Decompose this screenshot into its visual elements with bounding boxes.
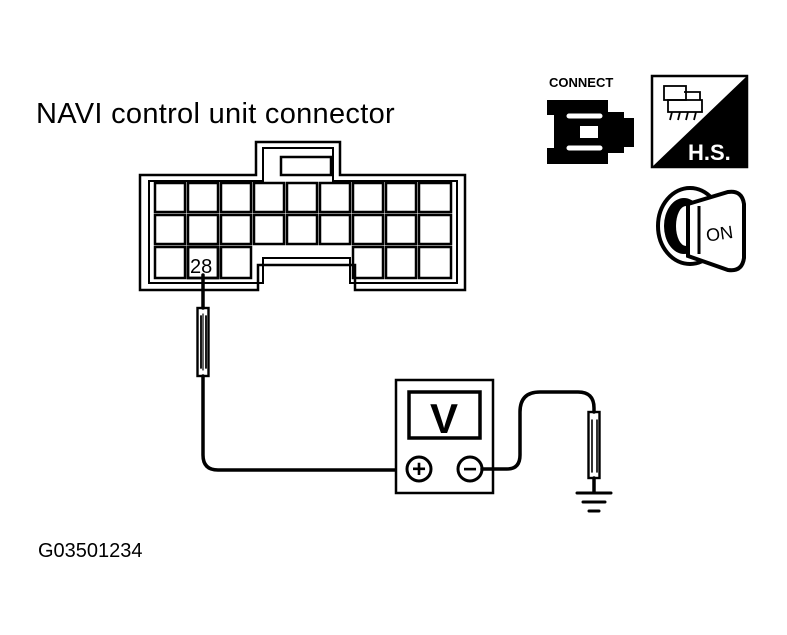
diagram-title: NAVI control unit connector (36, 98, 395, 130)
voltmeter-display (407, 390, 482, 440)
connector-outer-outline (138, 140, 467, 292)
voltmeter-symbol: V (430, 395, 458, 442)
connector-inner-outline (148, 147, 458, 284)
connector-latch (279, 155, 333, 177)
probe-body-ground (587, 410, 601, 480)
connect-icon: CONNECT (547, 75, 634, 164)
connector (138, 140, 467, 292)
harness-icon-label: H.S. (688, 140, 731, 165)
terminal-number: 28 (190, 256, 212, 278)
probe-lead-positive (196, 273, 402, 472)
connector-cells (153, 181, 453, 280)
negative-terminal-symbol: − (463, 456, 477, 483)
probe-body-positive (196, 306, 210, 378)
voltmeter (394, 378, 495, 495)
ignition-on-icon (656, 186, 746, 273)
probe-lead-ground (480, 390, 601, 494)
positive-terminal-symbol: + (412, 456, 426, 483)
ground-symbol (575, 491, 613, 513)
ignition-on-label: ON (705, 222, 735, 246)
harness-icon: H.S. (650, 74, 749, 169)
figure-id: G03501234 (38, 540, 143, 562)
voltmeter-positive-terminal (405, 455, 433, 483)
connect-icon-label: CONNECT (549, 75, 613, 90)
